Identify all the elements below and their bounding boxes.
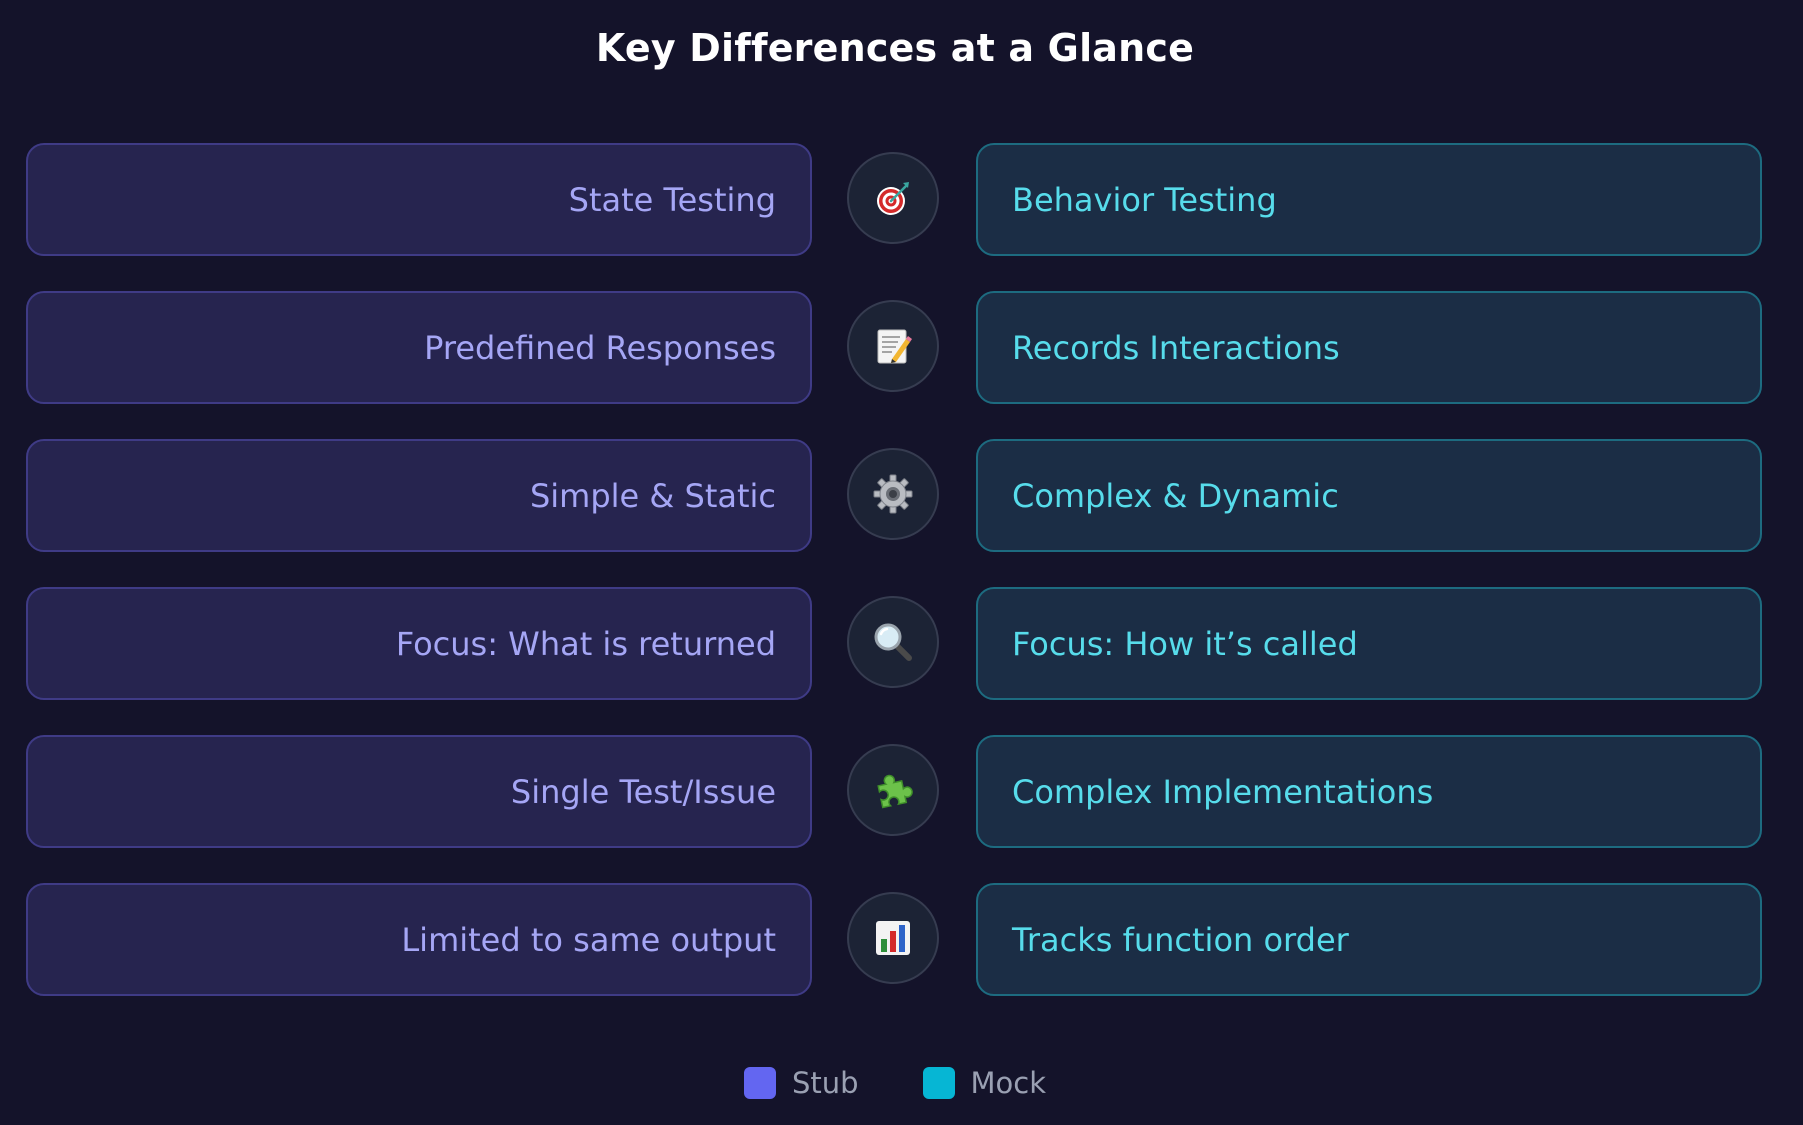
stub-card: Simple & Static — [26, 439, 812, 552]
mock-label: Complex & Dynamic — [1012, 476, 1339, 515]
legend-label: Mock — [970, 1066, 1047, 1100]
mock-label: Records Interactions — [1012, 328, 1340, 367]
legend: Stub Mock — [0, 1066, 1790, 1100]
stub-card: Single Test/Issue — [26, 735, 812, 848]
mock-card: Behavior Testing — [976, 143, 1762, 256]
memo-icon — [847, 300, 939, 392]
mock-label: Behavior Testing — [1012, 180, 1277, 219]
stub-card: Focus: What is returned — [26, 587, 812, 700]
mock-card: Records Interactions — [976, 291, 1762, 404]
legend-item-stub: Stub — [743, 1066, 859, 1100]
comparison-rows: State Testing Behavior Testing Predefine… — [26, 143, 1764, 1031]
mock-swatch — [922, 1067, 955, 1099]
legend-label: Stub — [791, 1066, 859, 1100]
puzzle-icon — [847, 744, 939, 836]
stub-card: Limited to same output — [26, 883, 812, 996]
mock-label: Focus: How it’s called — [1012, 624, 1358, 663]
comparison-row: Single Test/Issue Complex Implementation… — [26, 735, 1764, 850]
gear-icon — [847, 448, 939, 540]
stub-label: Predefined Responses — [424, 328, 776, 367]
page-title: Key Differences at a Glance — [595, 26, 1195, 70]
mock-card: Tracks function order — [976, 883, 1762, 996]
comparison-row: Simple & Static Complex & — [26, 439, 1764, 554]
comparison-row: Predefined Responses Records Interaction… — [26, 291, 1764, 406]
bar-chart-icon — [847, 892, 939, 984]
stub-label: Single Test/Issue — [510, 772, 776, 811]
comparison-row: Limited to same output Tracks function o… — [26, 883, 1764, 998]
stub-card: Predefined Responses — [26, 291, 812, 404]
target-icon — [847, 152, 939, 244]
legend-item-mock: Mock — [922, 1066, 1047, 1100]
comparison-row: Focus: What is returned Focus: How it’s … — [26, 587, 1764, 702]
mock-card: Focus: How it’s called — [976, 587, 1762, 700]
mock-card: Complex & Dynamic — [976, 439, 1762, 552]
magnifier-icon — [847, 596, 939, 688]
mock-label: Complex Implementations — [1012, 772, 1434, 811]
stub-swatch — [743, 1067, 776, 1099]
stub-card: State Testing — [26, 143, 812, 256]
stub-label: Limited to same output — [401, 920, 776, 959]
stub-label: State Testing — [568, 180, 776, 219]
stub-label: Simple & Static — [529, 476, 776, 515]
comparison-row: State Testing Behavior Testing — [26, 143, 1764, 258]
stub-label: Focus: What is returned — [395, 624, 776, 663]
mock-label: Tracks function order — [1012, 920, 1349, 959]
mock-card: Complex Implementations — [976, 735, 1762, 848]
